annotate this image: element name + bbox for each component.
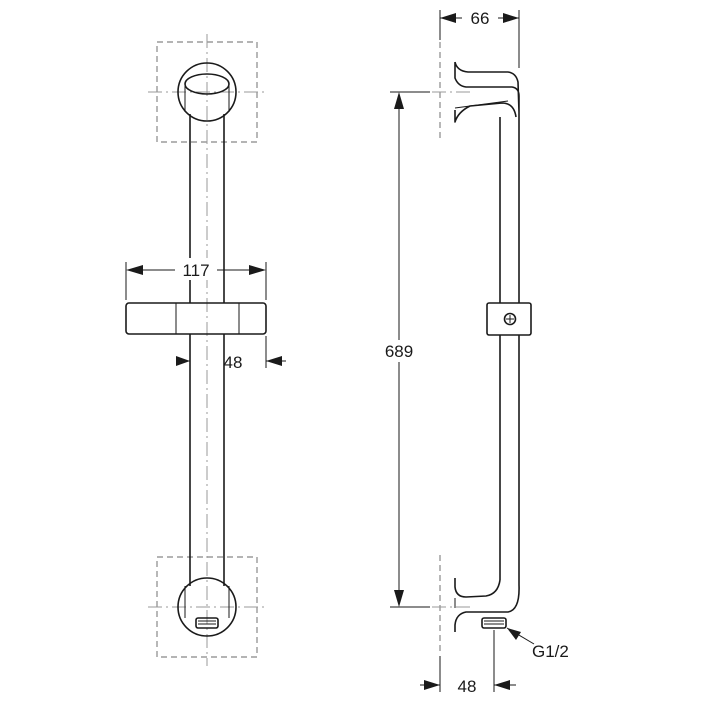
thread-callout: G1/2 (506, 627, 569, 661)
screw-icon (503, 312, 517, 326)
front-view: 117 48 (125, 34, 286, 666)
dimension-66: 66 (439, 8, 520, 68)
label-48-front: 48 (224, 353, 243, 372)
front-bar-tube (189, 114, 225, 586)
side-top-bracket (454, 61, 520, 123)
label-48-side: 48 (458, 677, 477, 696)
label-689: 689 (385, 342, 413, 361)
label-thread: G1/2 (532, 642, 569, 661)
front-top-bracket (177, 62, 237, 122)
label-117: 117 (182, 261, 209, 280)
dimension-689: 689 (378, 91, 430, 608)
side-bottom-bracket (454, 578, 520, 632)
dimension-117: 117 (125, 258, 267, 300)
front-bottom-bracket (177, 577, 237, 637)
label-66: 66 (471, 9, 490, 28)
dimension-48-front: 48 (176, 336, 286, 372)
dimension-48-side: 48 (420, 630, 516, 696)
side-slider (486, 302, 532, 336)
front-slider (125, 302, 267, 335)
side-rail (499, 112, 520, 585)
side-view: 66 689 48 G1/2 (378, 8, 569, 696)
